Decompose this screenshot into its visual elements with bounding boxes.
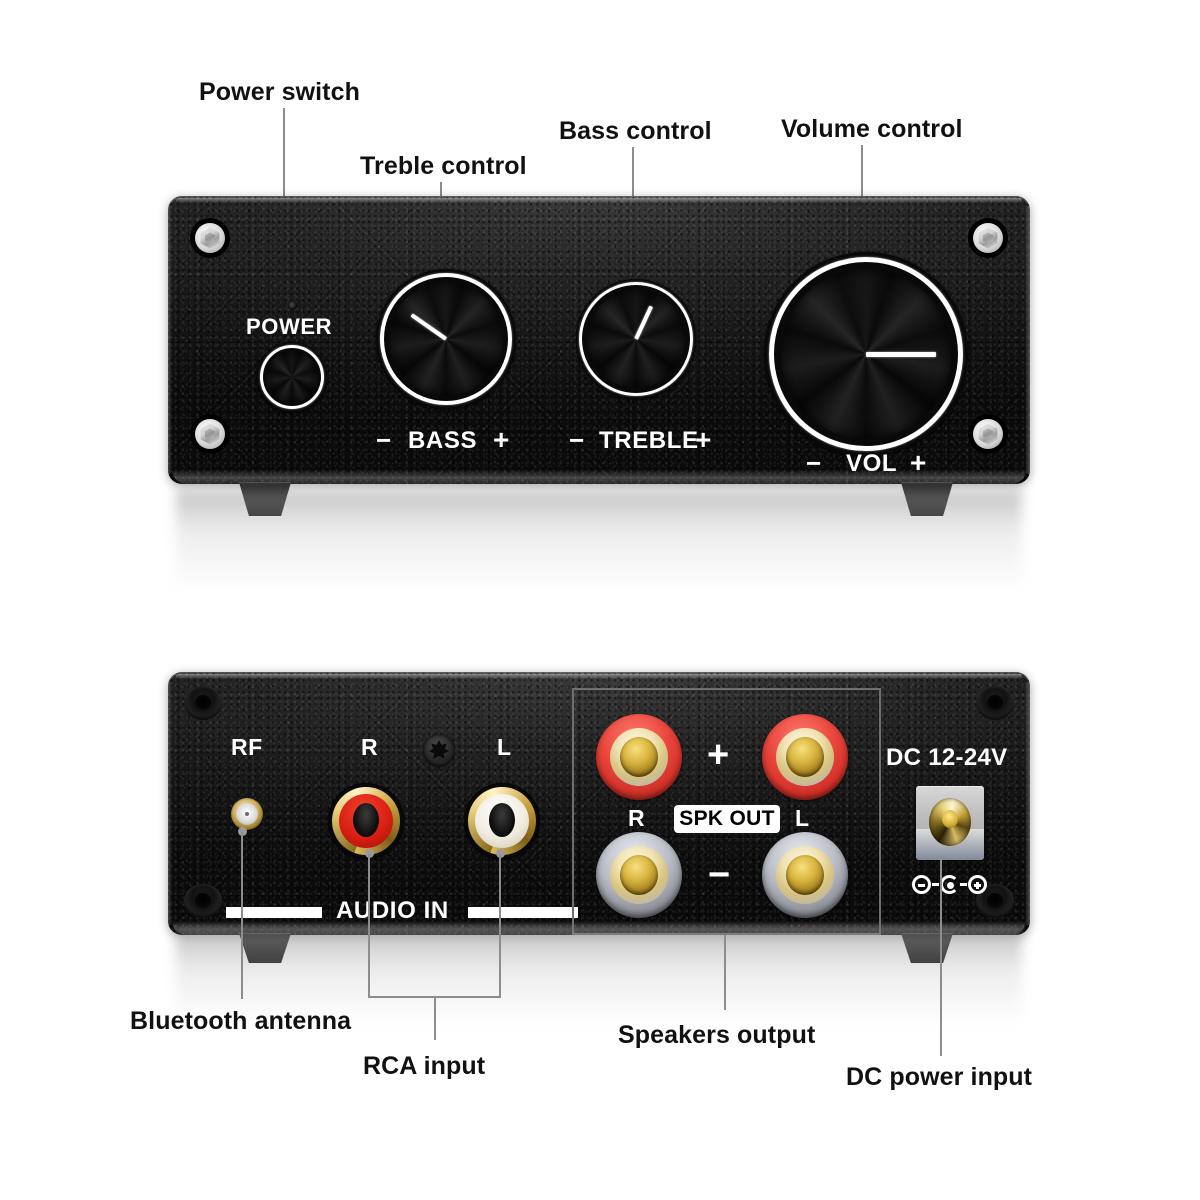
rca-input-right[interactable] [328, 783, 404, 859]
callout-dot-rca-right [365, 849, 374, 858]
bass-knob[interactable] [376, 269, 516, 409]
hex-screw-bottom-right [968, 414, 1008, 454]
callout-line-rca-left [499, 854, 501, 997]
spk-out-badge: SPK OUT [674, 805, 780, 833]
rear-screw-top-right [976, 686, 1014, 720]
callout-label-bass-control: Bass control [559, 117, 712, 145]
rear-screw-bottom-left [184, 884, 222, 918]
callout-label-dc-power-input: DC power input [846, 1063, 1033, 1091]
volume-knob[interactable] [764, 252, 968, 456]
polarity-plus-icon [968, 875, 987, 894]
rear-foot-right [900, 933, 954, 963]
chassis-top-bevel [176, 198, 1022, 203]
rf-antenna-connector[interactable] [231, 798, 263, 830]
binding-post-left-negative[interactable] [762, 832, 848, 918]
rca-left-label: L [497, 734, 512, 760]
callout-label-volume-control: Volume control [781, 115, 963, 143]
rear-chassis-top-bevel [176, 674, 1022, 679]
callout-line-speakers-output [724, 935, 726, 1010]
treble-legend: TREBLE [599, 427, 699, 454]
front-foot-right [900, 482, 954, 516]
audio-in-bar-left [226, 907, 322, 918]
speaker-negative-symbol: − [708, 854, 731, 896]
dc-power-jack[interactable] [916, 786, 984, 860]
polarity-minus-icon [912, 875, 931, 894]
callout-dot-rca-left [496, 849, 505, 858]
rca-right-label: R [361, 734, 378, 760]
rear-foot-left [238, 933, 292, 963]
polarity-center-icon [940, 875, 959, 894]
callout-label-treble-control: Treble control [360, 152, 527, 180]
callout-label-speakers-output: Speakers output [618, 1021, 816, 1049]
callout-label-bluetooth-antenna: Bluetooth antenna [130, 1007, 352, 1035]
polarity-bar-left [932, 883, 939, 886]
callout-line-rca-right [368, 854, 370, 997]
speaker-positive-symbol: + [707, 734, 730, 776]
callout-label-rca-input: RCA input [363, 1052, 486, 1080]
power-knob[interactable] [257, 342, 327, 412]
rear-chassis-right-bevel [1025, 682, 1030, 925]
binding-post-left-positive[interactable] [762, 714, 848, 800]
front-foot-left [238, 482, 292, 516]
power-label: POWER [246, 314, 333, 339]
chassis-bottom-bevel [172, 470, 1026, 484]
chassis-right-bevel [1025, 206, 1030, 474]
bass-legend-minus: − [376, 425, 392, 455]
audio-in-label: AUDIO IN [336, 897, 449, 924]
volume-knob-indicator [866, 352, 936, 357]
rear-chassis-left-bevel [168, 682, 172, 925]
bass-legend: BASS [408, 427, 478, 454]
speaker-left-label: L [795, 805, 810, 831]
chassis-left-bevel [168, 206, 172, 474]
rca-input-left[interactable] [464, 783, 540, 859]
hex-screw-top-left [190, 218, 230, 258]
treble-legend-plus: + [695, 424, 712, 455]
hex-screw-top-right [968, 218, 1008, 258]
dc-voltage-label: DC 12-24V [886, 744, 1008, 771]
dc-polarity-symbol [912, 875, 987, 894]
rear-panel-unit: RF R L AUDIO IN [168, 672, 1030, 963]
callout-dot-bluetooth-antenna [238, 827, 247, 836]
treble-knob[interactable] [576, 279, 696, 399]
binding-post-right-positive[interactable] [596, 714, 682, 800]
bass-legend-plus: + [493, 424, 510, 455]
polarity-bar-right [960, 883, 967, 886]
rear-screw-top-left [184, 686, 222, 720]
torx-screw [423, 734, 455, 766]
rf-label: RF [231, 734, 263, 760]
vol-legend: VOL [846, 450, 898, 477]
front-unit-reflection [176, 490, 1022, 610]
treble-legend-minus: − [569, 425, 585, 455]
front-panel-unit: POWER − BASS + − TREBLE + [168, 196, 1030, 516]
vol-legend-plus: + [910, 447, 927, 478]
callout-line-dc-power-input [940, 858, 942, 1056]
callout-label-power-switch: Power switch [199, 78, 360, 106]
vol-legend-minus: − [806, 448, 822, 478]
callout-line-bluetooth-antenna [241, 832, 243, 999]
audio-in-bar-right [468, 907, 578, 918]
hex-screw-bottom-left [190, 414, 230, 454]
power-led [288, 301, 297, 310]
callout-stem-rca [434, 996, 436, 1040]
speaker-right-label: R [628, 805, 645, 831]
binding-post-right-negative[interactable] [596, 832, 682, 918]
